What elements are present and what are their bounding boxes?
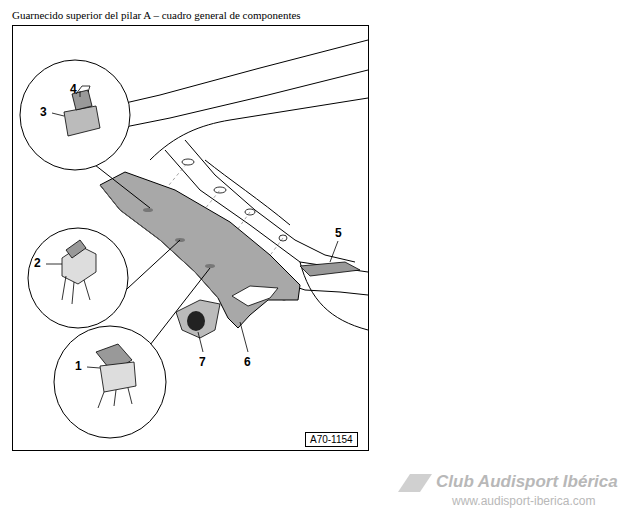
clip-1: [96, 344, 136, 408]
callout-number: 6: [244, 355, 251, 369]
watermark-logo: [398, 474, 432, 492]
callout-number: 3: [40, 105, 47, 119]
callout-number: 4: [70, 82, 77, 96]
watermark-text: Club Audisport Ibérica: [436, 472, 618, 492]
leader-lines: [46, 91, 338, 368]
reference-box: A70-1154: [305, 432, 358, 447]
clip-3-4: [64, 86, 100, 136]
watermark-url: www.audisport-iberica.com: [452, 494, 595, 508]
callout-number: 1: [75, 359, 82, 373]
reference-code: A70-1154: [310, 434, 353, 445]
callout-number: 2: [34, 256, 41, 270]
car-body: [95, 40, 368, 330]
callout-number: 5: [335, 226, 342, 240]
figure-frame: [13, 26, 369, 451]
detail-circles: [20, 60, 210, 438]
callout-number: 7: [199, 355, 206, 369]
diagram-title: Guarnecido superior del pilar A – cuadro…: [12, 9, 301, 21]
clip-2: [62, 240, 96, 304]
